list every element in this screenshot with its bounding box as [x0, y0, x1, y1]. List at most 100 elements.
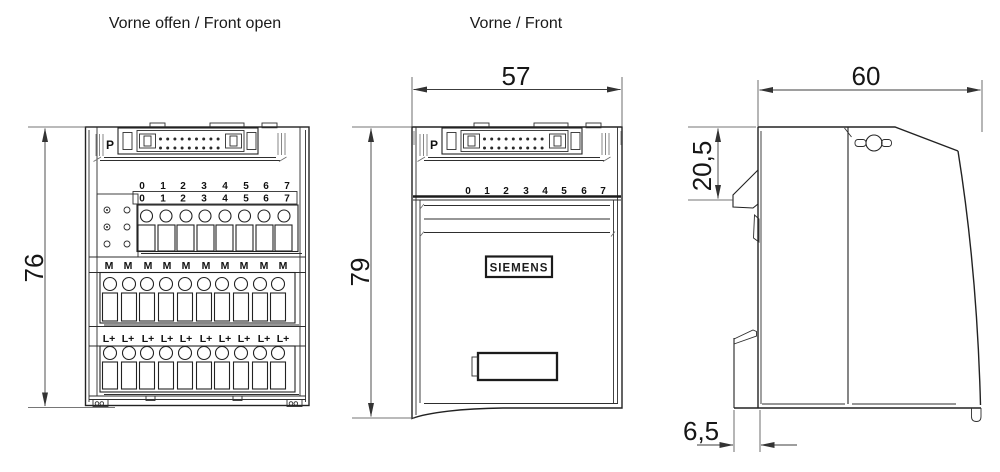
terminal-screw	[218, 209, 232, 223]
channel-number-row: 0 1 2 3 4 5 6 7	[465, 186, 606, 197]
terminal-screw	[196, 276, 212, 292]
front-view-title: Vorne / Front	[470, 15, 563, 32]
terminal-screw	[102, 345, 118, 361]
dimension-value-57: 57	[502, 61, 531, 91]
led-indicator	[103, 223, 111, 231]
terminal-slot	[138, 292, 156, 322]
terminal-slot	[232, 361, 250, 390]
dimension-top-offset-20-5: 20,5	[687, 126, 756, 201]
module-rear-edge	[957, 150, 982, 406]
siemens-logo-text: SIEMENS	[490, 263, 549, 275]
dimension-height-76: 76	[19, 126, 115, 408]
terminal-screw	[214, 345, 230, 361]
terminal-slot	[213, 361, 231, 390]
power-terminal-label: L+	[277, 333, 290, 345]
terminal-slot	[157, 292, 175, 322]
side-view	[732, 126, 982, 422]
terminal-slot	[269, 292, 287, 322]
terminal-slot	[176, 224, 195, 252]
terminal-screw	[139, 345, 155, 361]
front-view: 0 1 2 3 4 5 6 7 SIEMENS	[411, 122, 623, 420]
ground-terminal-label: M	[144, 260, 153, 272]
dimension-value-79: 79	[345, 258, 375, 287]
power-terminal-label: L+	[142, 333, 155, 345]
front-latch-hook	[732, 169, 759, 209]
terminal-screw	[233, 276, 249, 292]
terminal-screw	[270, 345, 286, 361]
led-indicator	[123, 223, 131, 231]
terminal-slot	[157, 361, 175, 390]
channel-number: 4	[542, 186, 548, 197]
module-outline	[411, 126, 623, 420]
bottom-rail	[89, 395, 306, 407]
led-indicator	[103, 240, 111, 248]
terminal-screw	[214, 276, 230, 292]
power-terminal-label: L+	[180, 333, 193, 345]
led-indicator	[103, 206, 111, 214]
screw-head	[854, 134, 892, 152]
dimension-value-6-5: 6,5	[683, 416, 719, 446]
terminal-group-channels	[136, 204, 302, 254]
front-open-view-title: Vorne offen / Front open	[109, 15, 281, 32]
led-indicator	[123, 206, 131, 214]
terminal-screw	[270, 276, 286, 292]
terminal-slot	[137, 224, 156, 252]
terminal-slot	[251, 361, 269, 390]
terminal-slot	[274, 224, 293, 252]
label-slot	[471, 351, 559, 382]
terminal-slot	[235, 224, 254, 252]
terminal-screw	[158, 345, 174, 361]
terminal-screw	[177, 276, 193, 292]
power-terminal-label: L+	[258, 333, 271, 345]
ground-terminal-label: M	[202, 260, 211, 272]
terminal-screw	[121, 345, 137, 361]
channel-number: 0	[465, 186, 471, 197]
terminal-screw	[252, 276, 268, 292]
terminal-group-power	[99, 345, 299, 395]
terminal-slot	[196, 224, 215, 252]
dimension-width-57: 57	[411, 61, 623, 127]
ground-terminal-label: M	[124, 260, 133, 272]
channel-number: 6	[581, 186, 587, 197]
power-label-strip: L+ L+ L+ L+ L+ L+ L+ L+ L+ L+	[89, 326, 306, 347]
terminal-slot	[157, 224, 176, 252]
terminal-slot	[232, 292, 250, 322]
module-outline	[84, 126, 310, 407]
channel-label-strip	[132, 191, 298, 205]
channel-number: 3	[523, 186, 529, 197]
terminal-screw	[198, 209, 212, 223]
channel-number: 7	[600, 186, 606, 197]
ground-label-strip: M M M M M M M M M M	[89, 256, 306, 273]
terminal-slot	[269, 361, 287, 390]
ground-terminal-label: M	[221, 260, 230, 272]
rear-rail-hook	[971, 408, 982, 422]
channel-numbers-top	[139, 181, 291, 192]
terminal-screw	[277, 209, 291, 223]
ground-terminal-label: M	[105, 260, 114, 272]
dimension-rail-foot-6-5: 6,5	[683, 410, 797, 452]
terminal-slot	[213, 292, 231, 322]
terminal-slot	[138, 361, 156, 390]
terminal-slot	[195, 292, 213, 322]
ground-terminal-label: M	[182, 260, 191, 272]
terminal-screw	[196, 345, 212, 361]
power-terminal-label: L+	[161, 333, 174, 345]
channel-numbers-terminal	[139, 193, 291, 205]
power-terminal-label: L+	[200, 333, 213, 345]
terminal-screw	[158, 276, 174, 292]
front-flap	[413, 195, 621, 237]
terminal-screw	[252, 345, 268, 361]
terminal-screw	[179, 209, 193, 223]
terminal-slot	[195, 361, 213, 390]
channel-number: 5	[561, 186, 567, 197]
terminal-screw	[233, 345, 249, 361]
dimension-value-76: 76	[19, 254, 49, 283]
terminal-screw	[102, 276, 118, 292]
terminal-screw	[177, 345, 193, 361]
terminal-screw	[139, 276, 155, 292]
dimension-depth-60: 60	[757, 61, 983, 132]
terminal-slot	[101, 292, 119, 322]
terminal-screw	[237, 209, 252, 223]
led-indicator	[123, 240, 131, 248]
